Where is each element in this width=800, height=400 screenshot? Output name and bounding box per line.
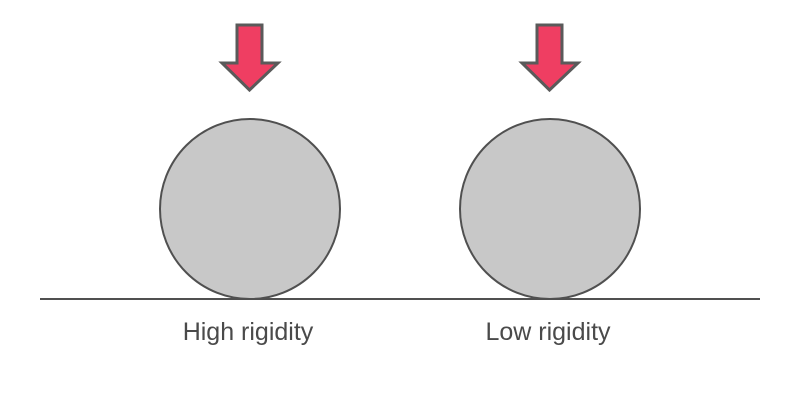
force-arrow-low-rigidity bbox=[518, 23, 582, 93]
ball-low-rigidity bbox=[459, 118, 641, 300]
label-low-rigidity: Low rigidity bbox=[485, 318, 611, 346]
label-high-rigidity: High rigidity bbox=[182, 318, 314, 346]
force-arrow-high-rigidity bbox=[218, 23, 282, 93]
ball-high-rigidity bbox=[159, 118, 341, 300]
